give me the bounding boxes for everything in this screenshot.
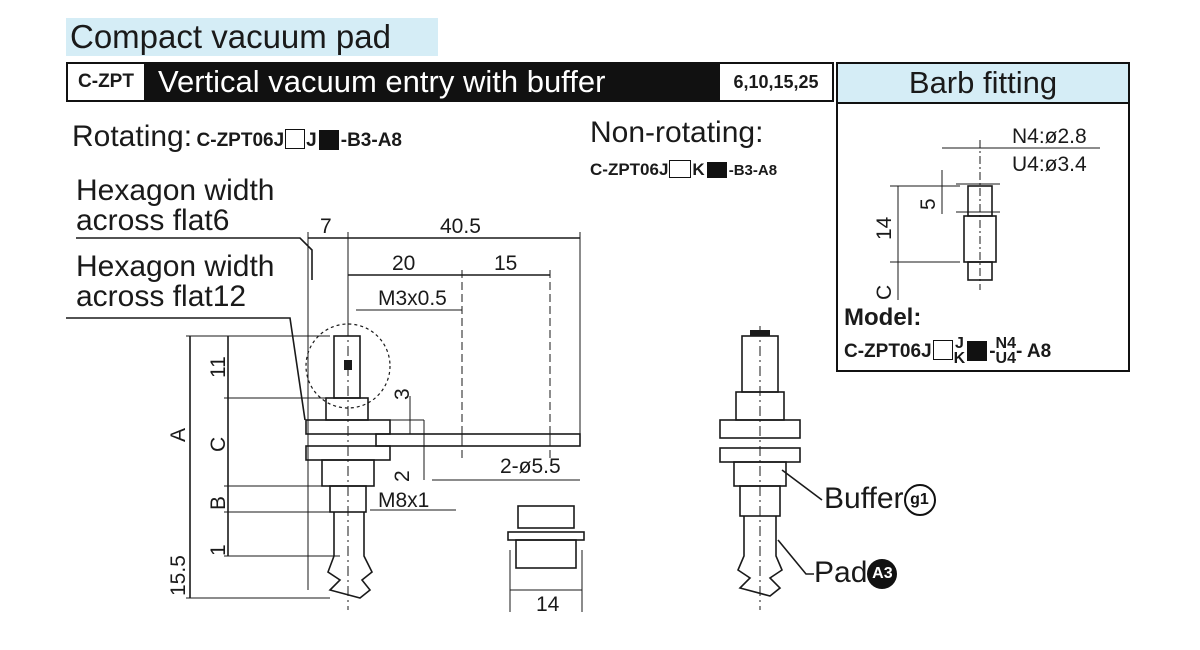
barb-header-divider	[836, 102, 1130, 104]
barb-n4: N4:ø2.8	[1012, 125, 1087, 148]
barb-model-dash: -	[989, 341, 996, 362]
pad-code-badge: A3	[867, 559, 898, 589]
dim-2: 2	[391, 470, 414, 482]
blank-box-icon	[669, 160, 692, 178]
hex12-label: Hexagon width across flat12	[76, 252, 274, 312]
hex12-line1: Hexagon width	[76, 250, 275, 283]
dim-B: B	[207, 495, 230, 510]
model-code: C-ZPT	[66, 62, 146, 102]
rotating-suffix: -B3-A8	[340, 130, 402, 151]
nonrotating-prefix: C-ZPT06J	[590, 160, 669, 179]
hex12-leader	[66, 317, 306, 421]
filled-box-icon	[967, 341, 988, 361]
barb-fitting-title: Barb fitting	[838, 64, 1128, 102]
dim-20: 20	[392, 252, 416, 275]
dim-11: 11	[207, 356, 230, 378]
barb-model-prefix: C-ZPT06J	[844, 341, 932, 362]
barb-model-suffix: - A8	[1015, 341, 1052, 362]
rotating-mid: J	[306, 130, 317, 151]
blank-box-icon	[932, 340, 953, 360]
barb-model-k: K	[953, 350, 966, 367]
page-title: Compact vacuum pad	[70, 18, 391, 55]
hex12-line2: across flat12	[76, 280, 247, 313]
hex6-leader	[76, 237, 313, 280]
nonrotating-label: Non-rotating:	[590, 116, 764, 149]
hex6-label: Hexagon width across flat6	[76, 176, 274, 236]
nonrotating-model: C-ZPT06J K -B3-A8	[590, 160, 777, 180]
hex6-line1: Hexagon width	[76, 174, 275, 207]
dim-15-5: 15.5	[167, 555, 190, 596]
barb-u4: U4:ø3.4	[1012, 153, 1087, 176]
header-title: Vertical vacuum entry with buffer	[158, 64, 606, 99]
rotating-label: Rotating:	[72, 120, 193, 153]
barb-model-n4: N4	[995, 335, 1016, 352]
hex6-line2: across flat6	[76, 204, 230, 237]
dim-40-5: 40.5	[440, 215, 481, 238]
buffer-label: Buffer	[824, 482, 904, 515]
filled-box-icon	[318, 130, 339, 150]
blank-box-icon	[285, 129, 306, 149]
header-bar	[66, 62, 834, 102]
barb-dim-5: 5	[917, 198, 940, 210]
rotating-model: Rotating: C-ZPT06J J -B3-A8	[72, 122, 402, 152]
dim-3: 3	[391, 388, 414, 400]
barb-dim-C: C	[873, 284, 896, 300]
barb-model-j: J	[954, 335, 964, 352]
barb-fitting-panel	[836, 62, 1130, 372]
hole-spec: 2-ø5.5	[500, 455, 561, 478]
dim-7: 7	[320, 215, 332, 238]
pad-sizes: 6,10,15,25	[718, 62, 834, 102]
nonrotating-suffix: -B3-A8	[728, 162, 778, 179]
barb-model-u4: U4	[995, 350, 1016, 367]
dim-C: C	[207, 436, 230, 452]
nonrotating-mid: K	[692, 160, 705, 179]
buffer-code-badge: g1	[903, 484, 936, 516]
dim-15: 15	[494, 252, 518, 275]
title-band	[66, 18, 438, 56]
pad-label: Pad	[814, 556, 868, 589]
thread-m8: M8x1	[378, 489, 430, 512]
dim-A: A	[167, 427, 190, 442]
dim-1: 1	[207, 544, 230, 556]
barb-model-label: Model:	[844, 304, 922, 331]
barb-dim-14: 14	[873, 216, 896, 240]
filled-box-icon	[706, 162, 727, 178]
dim-14: 14	[536, 593, 560, 616]
thread-m3: M3x0.5	[378, 287, 447, 310]
rotating-prefix: C-ZPT06J	[196, 130, 285, 151]
